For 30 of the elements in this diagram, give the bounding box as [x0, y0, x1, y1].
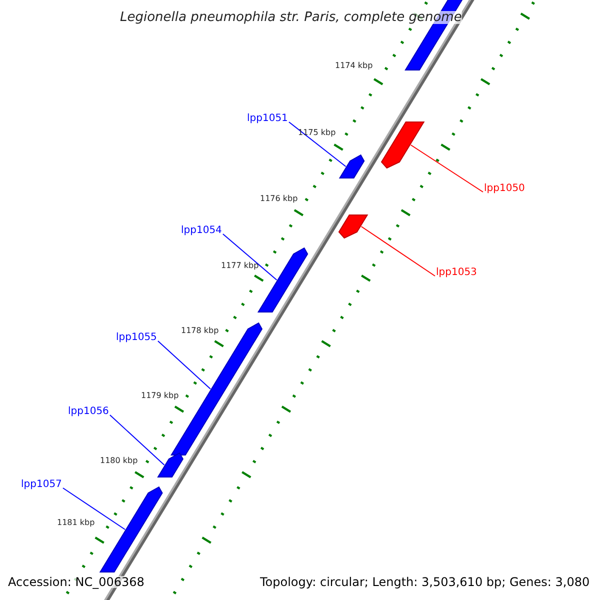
gene-block — [380, 122, 425, 169]
leader-line — [109, 414, 165, 466]
leader-line — [222, 234, 278, 280]
gene-label: lpp1050 — [484, 184, 525, 194]
scale-label: 1181 kbp — [57, 519, 95, 527]
leader-line — [157, 340, 211, 390]
gene-block — [257, 247, 308, 312]
gene-label: lpp1051 — [247, 114, 288, 124]
scale-label: 1177 kbp — [221, 262, 259, 270]
scale-label: 1178 kbp — [181, 327, 219, 335]
gene-label: lpp1054 — [181, 226, 222, 236]
gene-block — [338, 154, 365, 178]
leader-line — [288, 122, 346, 167]
gene-block — [157, 452, 184, 478]
leader-line — [410, 144, 484, 192]
scale-label: 1176 kbp — [260, 195, 298, 203]
scale-label: 1179 kbp — [141, 392, 179, 400]
gene-label: lpp1053 — [436, 268, 477, 278]
leader-line — [360, 226, 436, 276]
gene-label: lpp1055 — [116, 333, 157, 343]
gene-block — [99, 486, 163, 572]
footer-text: Topology: circular; Length: 3,503,610 bp; Genes: 3,080 — [260, 576, 590, 588]
gene-label: lpp1057 — [21, 480, 62, 490]
chart-title: Legionella pneumophila str. Paris, complete genome — [120, 11, 462, 24]
scale-label: 1180 kbp — [100, 457, 138, 465]
footer-text: Accession: NC_006368 — [8, 576, 144, 588]
leader-line — [62, 488, 126, 530]
gene-label: lpp1056 — [68, 407, 109, 417]
gene-block — [338, 214, 368, 239]
scale-label: 1174 kbp — [335, 62, 373, 70]
